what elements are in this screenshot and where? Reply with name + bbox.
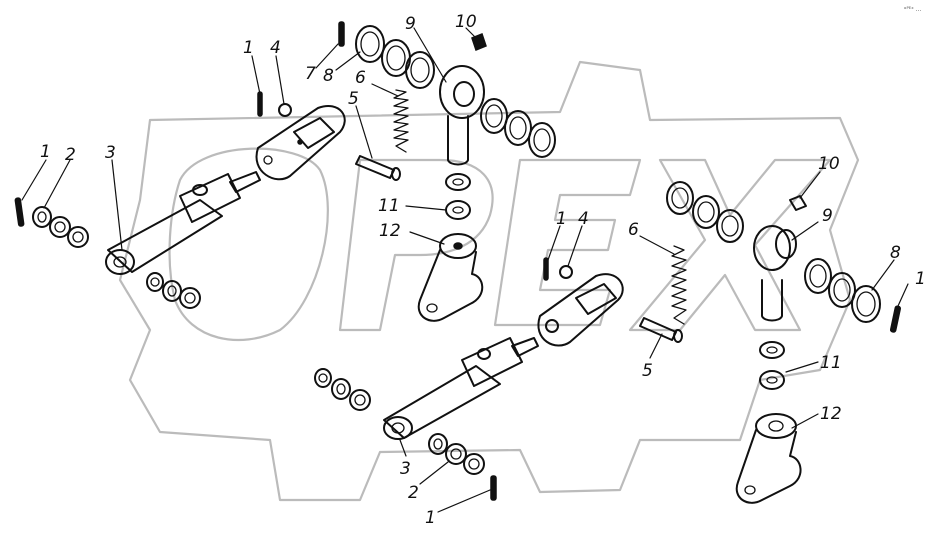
spring xyxy=(671,245,687,325)
label-part-2: 2 xyxy=(408,483,419,503)
label-part-11: 11 xyxy=(378,196,400,216)
bolt xyxy=(639,317,683,343)
washer-set xyxy=(314,368,371,411)
label-part-7: 7 xyxy=(305,64,316,84)
grease-fitting xyxy=(789,195,807,211)
label-part-1: 1 xyxy=(40,142,51,162)
spring xyxy=(393,89,409,153)
clevis-fork xyxy=(255,105,346,181)
nut-pair xyxy=(759,341,785,390)
label-part-8: 8 xyxy=(323,66,334,86)
hydraulic-cylinder xyxy=(105,171,261,275)
label-part-2: 2 xyxy=(65,145,76,165)
opex-watermark xyxy=(118,60,860,502)
cotter-pin xyxy=(543,257,549,281)
nut xyxy=(559,265,573,279)
label-part-6: 6 xyxy=(355,68,366,88)
label-part-1: 1 xyxy=(425,508,436,528)
cotter-pin xyxy=(14,197,25,227)
label-part-10: 10 xyxy=(455,12,477,32)
rod-end-eye xyxy=(439,65,485,166)
washer-set xyxy=(666,181,744,243)
part-number-labels: 1 4 7 8 9 10 6 5 1 2 3 11 12 1 4 6 10 9 … xyxy=(40,12,926,528)
rod-end-eye xyxy=(753,225,797,322)
label-part-8: 8 xyxy=(890,243,901,263)
washer-set xyxy=(480,98,556,158)
lever-bracket xyxy=(417,233,484,322)
washer-set xyxy=(32,206,89,248)
cotter-pin xyxy=(490,475,497,501)
label-part-4: 4 xyxy=(578,209,589,229)
washer-set xyxy=(146,272,201,309)
label-part-12: 12 xyxy=(379,221,401,241)
cotter-pin xyxy=(889,305,902,333)
label-part-5: 5 xyxy=(348,89,359,109)
nut xyxy=(278,103,292,117)
label-part-1: 1 xyxy=(556,209,567,229)
label-part-6: 6 xyxy=(628,220,639,240)
cotter-pin xyxy=(257,91,263,117)
washer-set xyxy=(804,258,881,323)
label-part-9: 9 xyxy=(822,206,833,226)
nut-pair xyxy=(445,173,471,220)
lever-bracket xyxy=(735,413,802,504)
washer-set xyxy=(355,25,435,89)
label-part-1: 1 xyxy=(915,269,926,289)
clevis-fork xyxy=(537,273,624,347)
label-part-12: 12 xyxy=(820,404,842,424)
label-part-10: 10 xyxy=(818,154,840,174)
label-part-3: 3 xyxy=(400,459,411,479)
label-part-4: 4 xyxy=(270,38,281,58)
cotter-pin xyxy=(338,21,345,47)
leader-lines xyxy=(21,27,909,513)
bolt xyxy=(355,155,401,181)
label-part-3: 3 xyxy=(105,143,116,163)
label-part-1: 1 xyxy=(243,38,254,58)
hydraulic-cylinder xyxy=(383,337,539,440)
corner-mark: ᵒᴾᴱˣ ... xyxy=(904,6,922,13)
label-part-5: 5 xyxy=(642,361,653,381)
label-part-9: 9 xyxy=(405,14,416,34)
label-part-11: 11 xyxy=(820,353,842,373)
washer-set xyxy=(428,433,485,475)
